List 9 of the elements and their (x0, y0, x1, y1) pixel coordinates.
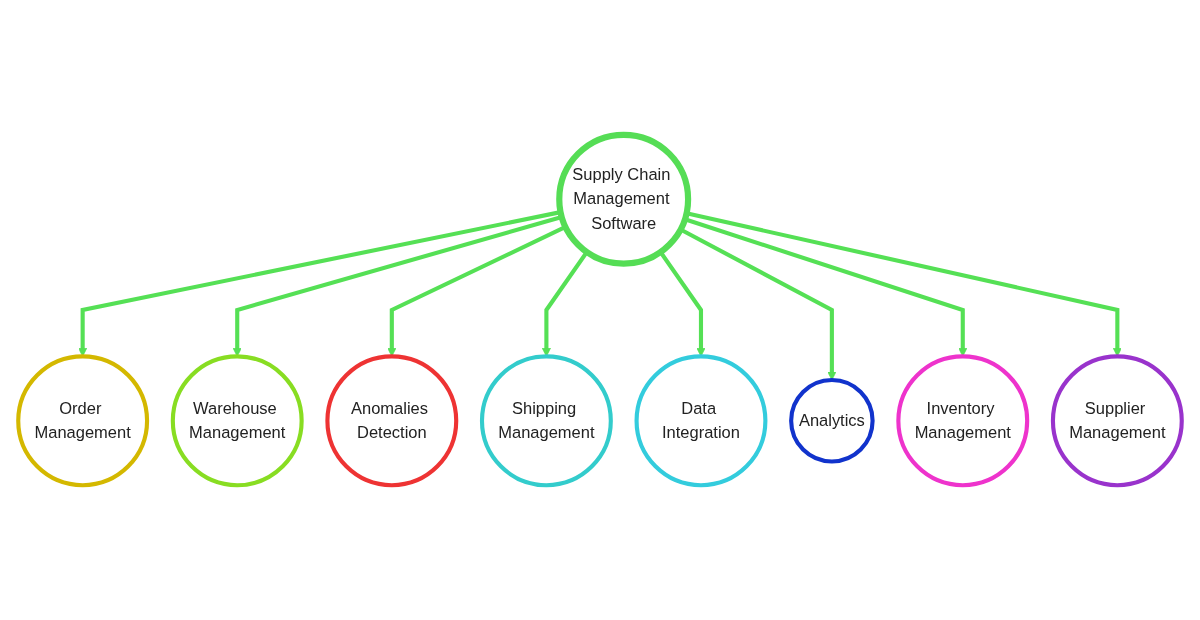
node-circle: Supply Chain Management Software (556, 131, 692, 267)
node-circle: Inventory Management (896, 354, 1030, 488)
node-circle: Analytics (789, 378, 875, 464)
node-circle: Data Integration (634, 354, 768, 488)
node-circle: Anomalies Detection (325, 354, 459, 488)
node-circle: Supplier Management (1050, 354, 1184, 488)
node-circle: Order Management (16, 354, 150, 488)
node-circle: Shipping Management (479, 354, 613, 488)
node-circle: Warehouse Management (170, 354, 304, 488)
